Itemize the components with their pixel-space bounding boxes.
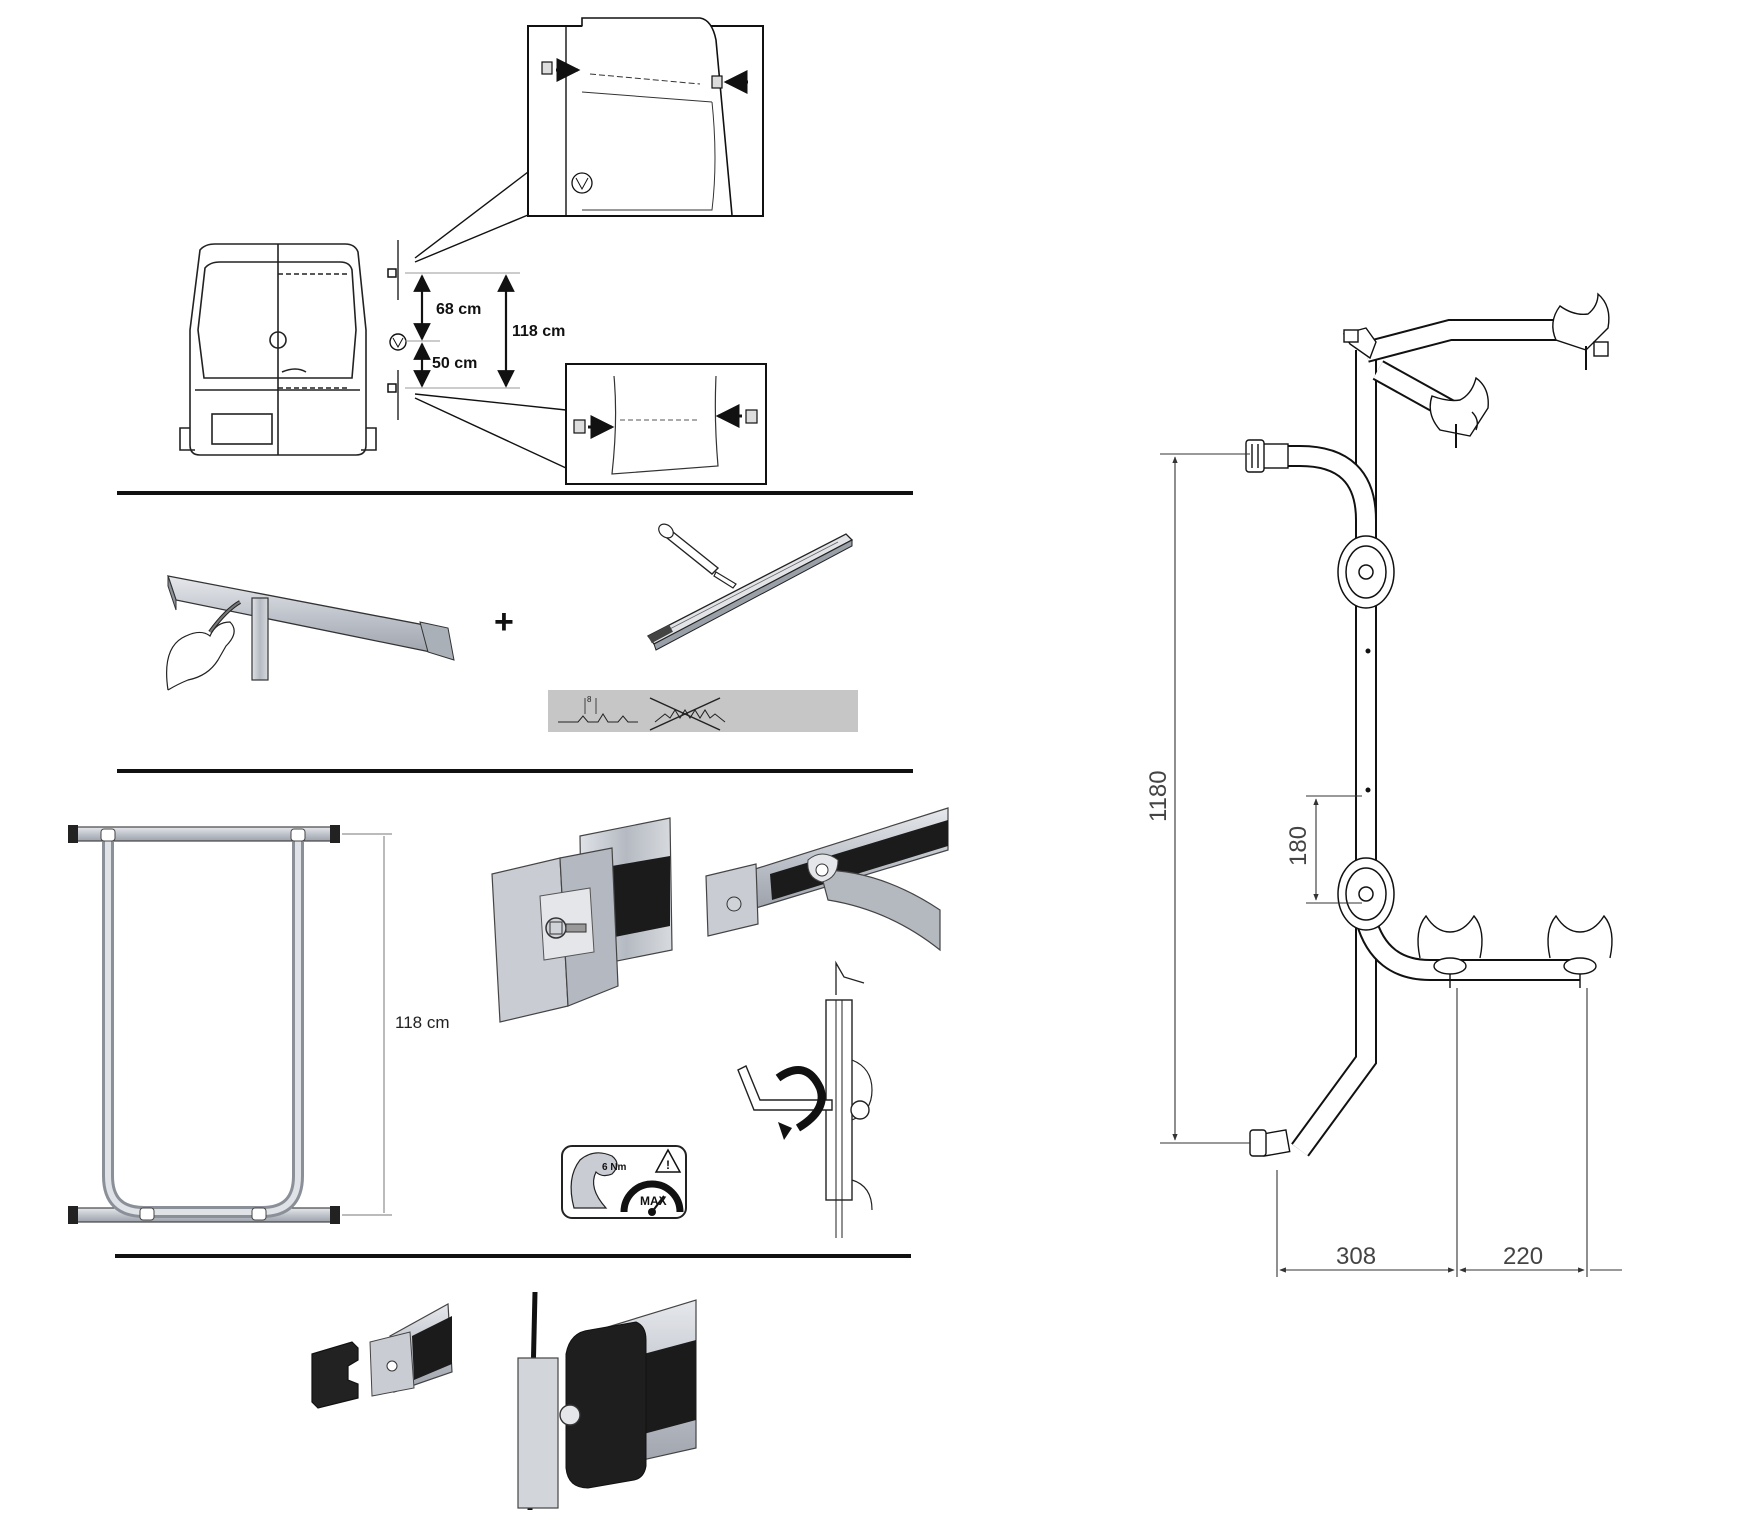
torque-max-label: MAX (640, 1194, 667, 1208)
lower-mount-marker (387, 383, 397, 393)
step4-end-caps (311, 1291, 697, 1511)
svg-text:!: ! (666, 1158, 670, 1172)
rail-with-hand (166, 575, 455, 691)
sealant-spec-strip: 8 (548, 690, 858, 732)
upper-mount-marker (387, 268, 397, 278)
lower-disc-clamp (1337, 857, 1395, 931)
end-bracket-closeup (491, 817, 673, 1023)
rail-frame (68, 825, 340, 1224)
sealant-tube-and-profile (647, 523, 854, 651)
spec-bead-width: 8 (587, 695, 592, 704)
top-mount-head (1245, 439, 1289, 473)
upper-left-bracket (541, 61, 553, 75)
upper-detail-box (527, 17, 764, 217)
vw-logo-detail (571, 172, 593, 194)
van-rear-illustration (179, 243, 377, 456)
lower-left-bracket (573, 419, 586, 434)
upper-wheel-cradle-1 (1429, 376, 1489, 448)
dim-68-label: 68 cm (436, 301, 481, 318)
step3-frame-assembly: 118 cm (68, 807, 949, 1238)
lower-wheel-cradle-2 (1547, 914, 1613, 988)
bottom-mount-head (1249, 1129, 1291, 1157)
dim-50-label: 50 cm (432, 355, 477, 372)
drawing-dimensions (1160, 453, 1622, 1277)
step1-mounting-positions: 68 cm 50 cm 118 cm (179, 17, 767, 485)
dim-308-label: 308 (1336, 1243, 1376, 1270)
dim-220-label: 220 (1503, 1243, 1543, 1270)
allen-key-tightening (737, 960, 873, 1238)
bike-rack-technical-drawing (1245, 292, 1613, 1157)
lower-wheel-cradle-1 (1417, 914, 1483, 988)
end-cap-exploded (311, 1303, 453, 1409)
step2-rail-preparation: + 8 (166, 523, 858, 732)
plus-sign: + (494, 603, 514, 641)
top-clamp-head (1342, 327, 1377, 360)
upper-disc-clamp (1337, 535, 1395, 609)
frame-height-label: 118 cm (395, 1013, 450, 1032)
lower-detail-box (565, 363, 767, 485)
torque-value: 6 Nm (602, 1162, 627, 1173)
dim-1180-label: 1180 (1145, 770, 1172, 822)
dim-118-label: 118 cm (512, 323, 565, 340)
vw-logo-reference (389, 333, 407, 351)
upper-wheel-cradle-2 (1552, 292, 1610, 370)
end-cap-installed (517, 1291, 697, 1511)
lower-right-bracket (745, 409, 758, 424)
upper-right-bracket (711, 75, 723, 89)
dim-180-label: 180 (1285, 826, 1312, 866)
tube-clamp-closeup (705, 807, 949, 952)
main-vertical-tube (1255, 319, 1580, 1157)
torque-icon: 6 Nm ! MAX (561, 1145, 687, 1219)
